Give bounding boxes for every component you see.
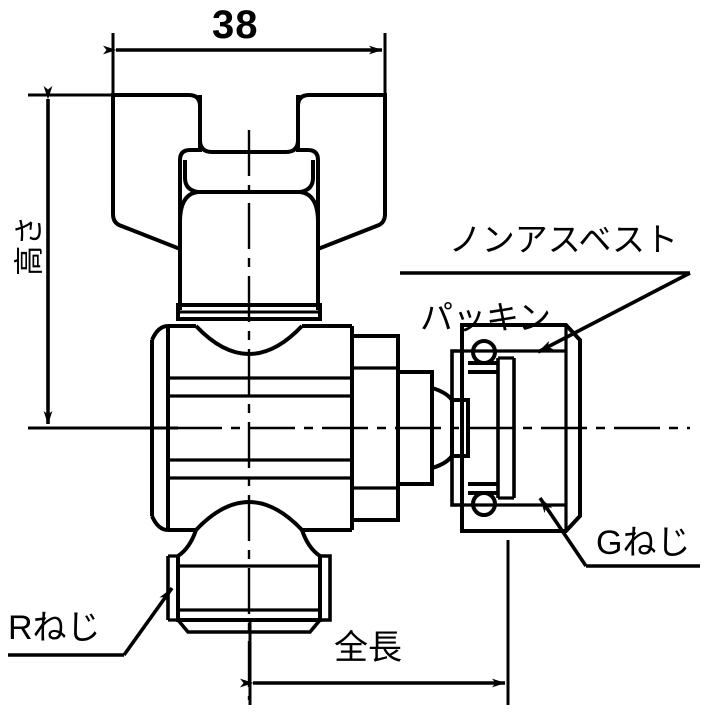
spigot-taper — [431, 386, 454, 470]
wing-right-half — [296, 93, 387, 252]
stem-right-fillet — [299, 160, 315, 194]
stem-sides — [178, 249, 320, 310]
callout-packing: ノンアスベスト パッキン — [412, 182, 678, 416]
g-thread-leader-slant — [538, 496, 588, 568]
stem-left-fillet — [183, 160, 199, 194]
dim-width-extension-lines — [111, 33, 387, 100]
oring-top — [471, 339, 497, 365]
body-bottom-convex — [194, 500, 304, 532]
wing-handle-group — [111, 93, 387, 310]
hex-neck-outline — [352, 334, 400, 522]
stem-collar-group — [176, 303, 322, 321]
r-thread-leader-slant — [122, 586, 174, 657]
nut-lip-bottom — [450, 456, 462, 507]
callout-packing-line1: ノンアスベスト — [448, 220, 679, 258]
body-top-concave — [194, 324, 304, 356]
dimension-value-width: 38 — [212, 3, 259, 47]
dimension-value-height: 高さ — [13, 215, 47, 276]
packing-leader-slant — [537, 271, 691, 354]
callout-r-thread: Rねじ — [8, 609, 101, 647]
wing-center-notch — [198, 95, 300, 154]
spigot-shoulder — [398, 370, 434, 486]
body-left-wall — [150, 326, 170, 530]
valve-body-group — [150, 324, 354, 532]
socket-chamfer — [176, 618, 322, 634]
body-bottom-left-corner — [150, 515, 169, 532]
hex-neck-group — [352, 334, 400, 522]
thread-right-flank — [320, 554, 332, 622]
socket-outline — [176, 529, 322, 622]
oring-bottom — [471, 491, 497, 517]
nut-lip-top — [450, 349, 462, 400]
stem-upper-left-curve — [178, 190, 199, 223]
stem-upper-right-curve — [299, 190, 320, 223]
callout-g-thread: Gねじ — [596, 524, 691, 562]
wing-left-half — [111, 93, 202, 252]
dim-height-extension-lines — [28, 93, 178, 430]
callout-packing-line2: パッキン — [420, 298, 552, 336]
leader-lines-group — [8, 271, 700, 657]
union-nut-group — [450, 323, 582, 533]
body-top-left-corner — [150, 324, 169, 341]
dimension-value-total-length: 全長 — [334, 629, 402, 667]
